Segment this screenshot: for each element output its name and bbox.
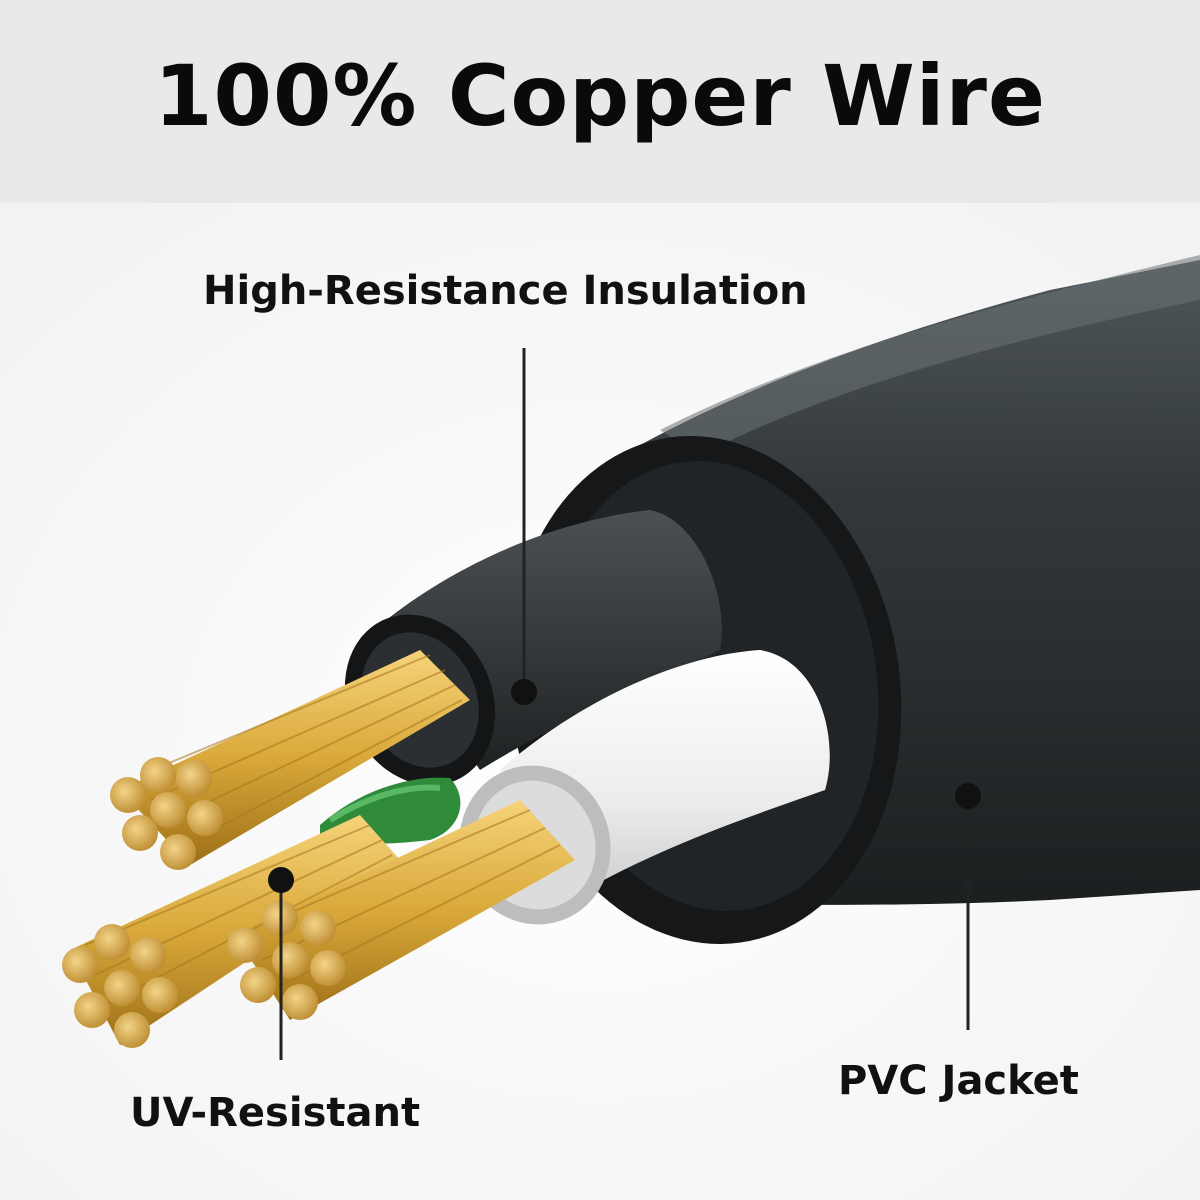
callout-label-pvc-jacket: PVC Jacket (838, 1058, 1079, 1104)
callout-line-uv (268, 867, 294, 1060)
title-banner: 100% Copper Wire (0, 0, 1200, 203)
page-title: 100% Copper Wire (154, 46, 1046, 145)
copper-strands-bundle-1 (110, 650, 470, 870)
callout-label-uv-resistant: UV-Resistant (130, 1090, 421, 1136)
callout-line-pvc (955, 783, 981, 1030)
callout-label-insulation: High-Resistance Insulation (203, 268, 808, 314)
callout-line-insulation (511, 348, 537, 705)
